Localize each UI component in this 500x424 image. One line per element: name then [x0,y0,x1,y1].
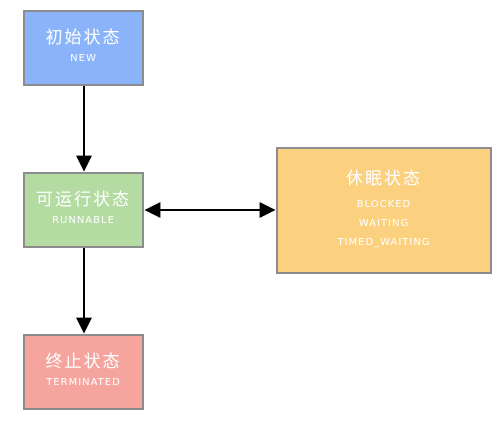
state-node-runnable: 可运行状态 RUNNABLE [23,172,144,248]
state-node-terminated: 终止状态 TERMINATED [23,334,144,410]
state-code: BLOCKED [356,199,412,211]
state-title: 终止状态 [45,352,122,373]
state-code: NEW [70,52,97,64]
state-title: 可运行状态 [36,190,131,211]
state-node-new: 初始状态 NEW [23,10,144,86]
state-title: 初始状态 [45,28,122,49]
state-node-blocked: 休眠状态 BLOCKED WAITING TIMED_WAITING [276,147,492,274]
state-title: 休眠状态 [346,168,422,189]
state-code: TERMINATED [46,376,121,388]
state-code: RUNNABLE [52,214,115,226]
state-code: TIMED_WAITING [337,237,431,249]
state-code: WAITING [358,218,410,230]
